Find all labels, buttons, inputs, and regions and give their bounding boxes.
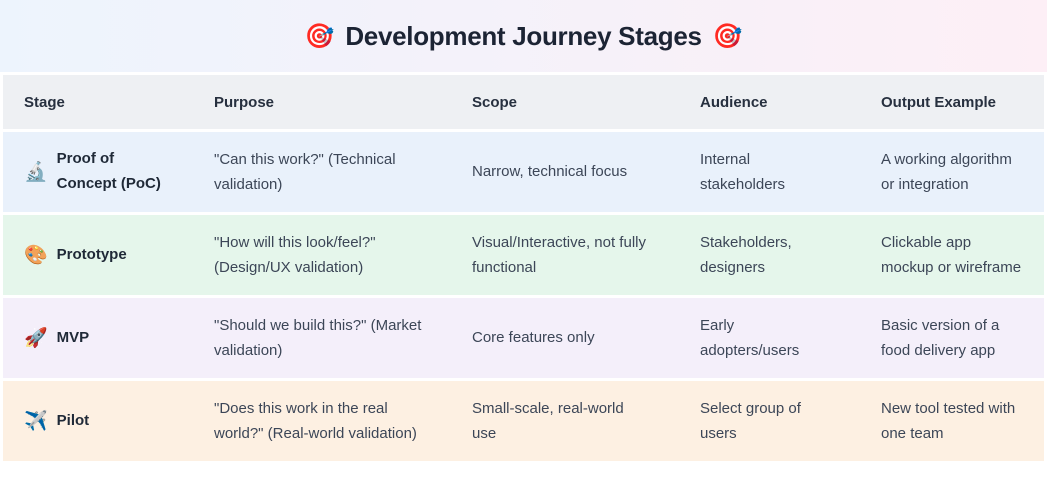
stage-cell: 🔬 Proof of Concept (PoC) xyxy=(3,147,193,197)
output-cell: New tool tested with one team xyxy=(881,399,1016,443)
stages-table: Stage Purpose Scope Audience Output Exam… xyxy=(0,75,1047,461)
scope-cell: Visual/Interactive, not fully functional xyxy=(472,233,646,277)
page-title-text: Development Journey Stages xyxy=(345,20,702,51)
audience-cell: Internal stakeholders xyxy=(700,150,786,194)
title-banner: 🎯 Development Journey Stages 🎯 xyxy=(0,0,1047,72)
audience-cell: Select group of users xyxy=(700,399,801,443)
stage-name: MVP xyxy=(56,328,90,346)
column-header-audience: Audience xyxy=(700,93,768,111)
purpose-cell: "Should we build this?" (Market validati… xyxy=(214,316,422,360)
table-row-mvp: 🚀 MVP "Should we build this?" (Market va… xyxy=(3,298,1044,378)
stage-cell: 🚀 MVP xyxy=(3,326,193,351)
column-header-stage: Stage xyxy=(24,93,65,111)
rocket-icon: 🚀 xyxy=(24,327,48,349)
page: 🎯 Development Journey Stages 🎯 Stage Pur… xyxy=(0,0,1047,461)
table-header-row: Stage Purpose Scope Audience Output Exam… xyxy=(3,75,1044,129)
table-row-poc: 🔬 Proof of Concept (PoC) "Can this work?… xyxy=(3,132,1044,212)
purpose-cell: "Does this work in the real world?" (Rea… xyxy=(214,399,417,443)
column-header-output-example: Output Example xyxy=(881,93,997,111)
output-cell: A working algorithm or integration xyxy=(881,150,1012,194)
stage-name: Prototype xyxy=(56,245,127,263)
table-row-pilot: ✈️ Pilot "Does this work in the real wor… xyxy=(3,381,1044,461)
target-icon: 🎯 xyxy=(304,22,335,50)
output-cell: Clickable app mockup or wireframe xyxy=(881,233,1022,277)
column-header-purpose: Purpose xyxy=(214,93,275,111)
audience-cell: Early adopters/users xyxy=(700,316,800,360)
target-icon: 🎯 xyxy=(712,22,743,50)
scope-cell: Narrow, technical focus xyxy=(472,163,628,181)
microscope-icon: 🔬 xyxy=(24,161,48,183)
purpose-cell: "How will this look/feel?" (Design/UX va… xyxy=(214,233,376,277)
airplane-icon: ✈️ xyxy=(24,410,48,432)
palette-icon: 🎨 xyxy=(24,244,48,266)
page-title: 🎯 Development Journey Stages 🎯 xyxy=(304,21,742,52)
column-header-scope: Scope xyxy=(472,93,518,111)
stage-cell: ✈️ Pilot xyxy=(3,409,193,434)
scope-cell: Core features only xyxy=(472,329,595,347)
table-row-prototype: 🎨 Prototype "How will this look/feel?" (… xyxy=(3,215,1044,295)
purpose-cell: "Can this work?" (Technical validation) xyxy=(214,150,396,194)
stage-name: Pilot xyxy=(56,411,90,429)
audience-cell: Stakeholders, designers xyxy=(700,233,792,277)
stage-name: Proof of Concept (PoC) xyxy=(56,150,161,192)
stage-cell: 🎨 Prototype xyxy=(3,243,193,268)
scope-cell: Small-scale, real-world use xyxy=(472,399,624,443)
output-cell: Basic version of a food delivery app xyxy=(881,316,1000,360)
